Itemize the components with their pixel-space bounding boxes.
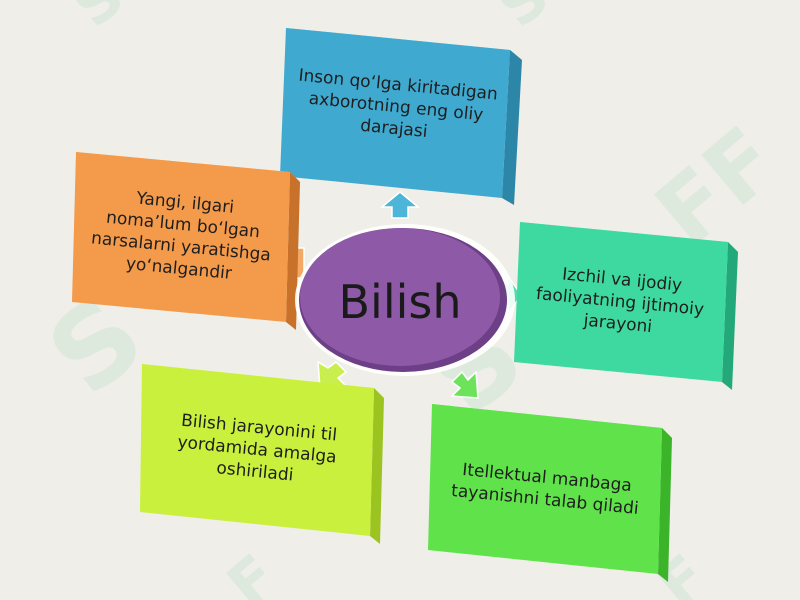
center-label: Bilish <box>338 275 462 329</box>
box-right <box>514 222 738 390</box>
box-top <box>280 28 522 205</box>
box-bottom-right-text: Itellektual manbaga tayanishni talab qil… <box>450 459 640 519</box>
svg-text:F: F <box>215 542 291 600</box>
box-right-text: Izchil va ijodiy faoliyatning ijtimoiy j… <box>535 264 705 338</box>
center-node <box>295 224 515 376</box>
box-top-text: Inson qo‘lga kiritadigan axborotning eng… <box>297 65 499 143</box>
box-bottom-left <box>140 364 384 544</box>
arrow-down-right-icon <box>450 370 479 399</box>
svg-text:S: S <box>485 0 563 41</box>
box-top-left <box>72 152 300 330</box>
box-top-left-text: Yangi, ilgari noma’lum bo‘lgan narsalarn… <box>90 188 272 284</box>
box-bottom-right <box>428 404 672 582</box>
svg-text:S: S <box>60 0 138 41</box>
arrow-up-icon <box>379 191 421 219</box>
box-bottom-left-text: Bilish jarayonini til yordamida amalga o… <box>176 410 338 486</box>
